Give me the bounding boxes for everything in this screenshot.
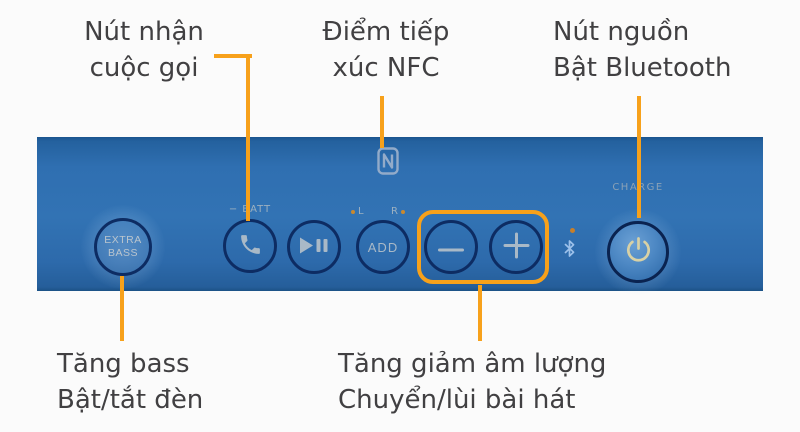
call-leader-line-horizontal (214, 54, 252, 58)
nfc-logo-icon (377, 147, 399, 179)
power-leader-line (637, 96, 641, 218)
batt-text: BATT (242, 204, 272, 215)
call-button[interactable] (223, 219, 277, 273)
call-button-annotation: Nút nhận cuộc gọi (58, 14, 230, 86)
minus-icon (438, 240, 464, 255)
add-button[interactable]: ADD (356, 220, 410, 274)
left-channel-group: L (351, 206, 364, 217)
right-channel-led (401, 209, 405, 214)
volume-down-button[interactable] (424, 220, 478, 274)
bluetooth-status-led (570, 228, 575, 233)
nfc-leader-line (380, 96, 384, 148)
left-channel-label: L (358, 206, 364, 217)
extra-bass-label-line2: BASS (107, 247, 138, 259)
batt-dash: − (228, 204, 239, 215)
batt-indicator-label: −BATT (217, 204, 283, 215)
bass-button-annotation: Tăng bass Bật/tắt đèn (57, 346, 297, 418)
play-pause-button[interactable] (287, 220, 341, 274)
add-button-label: ADD (367, 239, 399, 255)
power-annotation-line1: Nút nguồn (553, 17, 690, 47)
nfc-annotation-line1: Điểm tiếp (322, 17, 450, 47)
nfc-annotation: Điểm tiếp xúc NFC (298, 14, 474, 86)
call-annotation-line1: Nút nhận (84, 17, 204, 47)
extra-bass-button[interactable]: EXTRA BASS (94, 218, 152, 276)
stereo-channel-labels: L R (351, 206, 405, 217)
power-annotation-line2: Bật Bluetooth (553, 53, 732, 83)
volume-annotation-line2: Chuyển/lùi bài hát (338, 385, 576, 415)
right-channel-label: R (391, 206, 398, 217)
nfc-annotation-line2: xúc NFC (332, 53, 440, 83)
volume-up-button[interactable] (489, 220, 543, 274)
bass-annotation-line2: Bật/tắt đèn (57, 385, 204, 415)
extra-bass-label: EXTRA BASS (104, 234, 142, 260)
right-channel-group: R (391, 206, 405, 217)
volume-leader-line (478, 285, 482, 341)
bluetooth-icon (563, 239, 576, 262)
bass-annotation-line1: Tăng bass (57, 349, 190, 379)
call-leader-line-vertical (246, 54, 250, 221)
call-handset-icon (238, 232, 263, 260)
extra-bass-label-line1: EXTRA (104, 234, 142, 246)
plus-icon (503, 232, 530, 262)
left-channel-led (351, 209, 355, 214)
speaker-panel: −BATT L R CHARGE (37, 137, 763, 295)
power-icon (622, 234, 655, 270)
power-button-annotation: Nút nguồn Bật Bluetooth (553, 14, 773, 86)
call-annotation-line2: cuộc gọi (89, 53, 199, 83)
volume-buttons-annotation: Tăng giảm âm lượng Chuyển/lùi bài hát (338, 346, 638, 418)
play-pause-icon (299, 237, 329, 257)
power-button[interactable] (607, 221, 669, 283)
bass-leader-line (120, 276, 124, 341)
volume-annotation-line1: Tăng giảm âm lượng (338, 349, 607, 379)
